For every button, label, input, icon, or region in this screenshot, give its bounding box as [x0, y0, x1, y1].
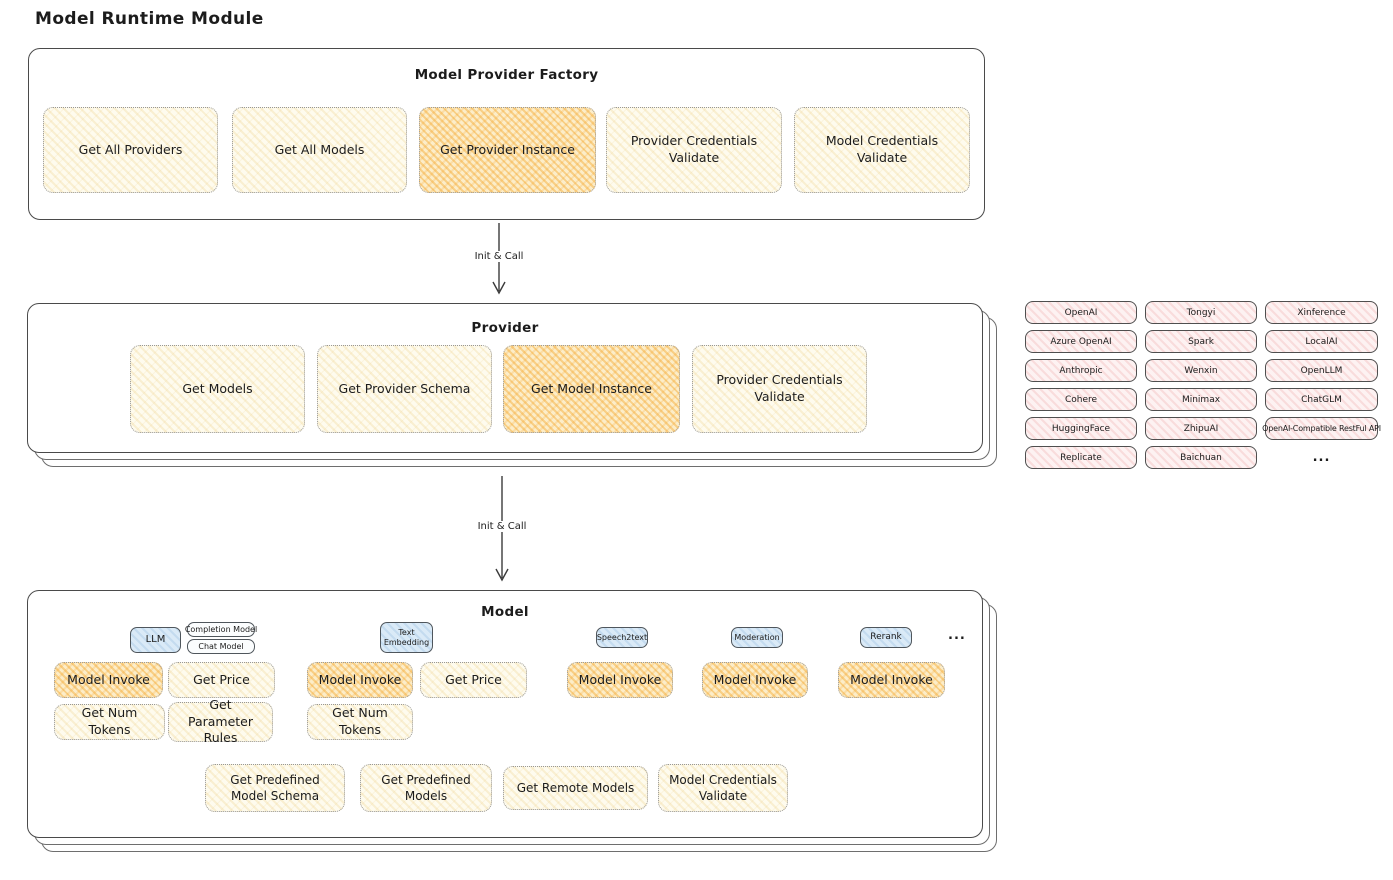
op-embedding-get-num-tokens: Get Num Tokens — [307, 704, 413, 740]
integrations-grid: OpenAI Tongyi Xinference Azure OpenAI Sp… — [1025, 301, 1381, 469]
op-get-predefined-model-schema: Get Predefined Model Schema — [205, 764, 345, 812]
node-get-model-instance: Get Model Instance — [503, 345, 680, 433]
node-get-provider-instance: Get Provider Instance — [419, 107, 596, 193]
tag-llm: LLM — [130, 627, 181, 653]
op-model-credentials-validate: Model Credentials Validate — [658, 764, 788, 812]
integration-anthropic: Anthropic — [1025, 359, 1137, 382]
op-get-predefined-models: Get Predefined Models — [360, 764, 492, 812]
op-embedding-get-price: Get Price — [420, 662, 527, 698]
node-provider-credentials-validate: Provider Credentials Validate — [606, 107, 782, 193]
integration-spark: Spark — [1145, 330, 1257, 353]
node-get-models: Get Models — [130, 345, 305, 433]
op-llm-get-num-tokens: Get Num Tokens — [54, 704, 165, 740]
integration-minimax: Minimax — [1145, 388, 1257, 411]
op-llm-get-price: Get Price — [168, 662, 275, 698]
integration-zhipuai: ZhipuAI — [1145, 417, 1257, 440]
tag-moderation: Moderation — [731, 627, 783, 648]
op-get-remote-models: Get Remote Models — [503, 766, 648, 810]
tag-rerank: Rerank — [860, 627, 912, 648]
op-speech2text-model-invoke: Model Invoke — [567, 662, 673, 698]
integrations-more: ... — [1312, 450, 1331, 465]
init-call-label-2: Init & Call — [473, 521, 531, 532]
integration-localai: LocalAI — [1265, 330, 1378, 353]
tag-chat-model: Chat Model — [187, 639, 255, 654]
op-moderation-model-invoke: Model Invoke — [702, 662, 808, 698]
integration-wenxin: Wenxin — [1145, 359, 1257, 382]
integration-xinference: Xinference — [1265, 301, 1378, 324]
node-get-provider-schema: Get Provider Schema — [317, 345, 492, 433]
integration-tongyi: Tongyi — [1145, 301, 1257, 324]
integration-openllm: OpenLLM — [1265, 359, 1378, 382]
tag-completion-model: Completion Model — [185, 622, 257, 637]
factory-title: Model Provider Factory — [414, 67, 599, 83]
model-more: ... — [948, 628, 966, 643]
op-llm-get-parameter-rules: Get Parameter Rules — [168, 697, 273, 745]
integration-cohere: Cohere — [1025, 388, 1137, 411]
model-title: Model — [481, 604, 529, 620]
integration-azure-openai: Azure OpenAI — [1025, 330, 1137, 353]
node-model-credentials-validate: Model Credentials Validate — [794, 107, 970, 193]
node-provider-credentials-validate-2: Provider Credentials Validate — [692, 345, 867, 433]
integration-baichuan: Baichuan — [1145, 446, 1257, 469]
op-embedding-model-invoke: Model Invoke — [307, 662, 413, 698]
tag-text-embedding: Text Embedding — [380, 622, 433, 653]
node-get-all-providers: Get All Providers — [43, 107, 218, 193]
init-call-label-1: Init & Call — [470, 251, 528, 262]
integration-openai-compatible-restful-api: OpenAI-Compatible RestFul API — [1262, 417, 1381, 440]
integration-chatglm: ChatGLM — [1265, 388, 1378, 411]
node-get-all-models: Get All Models — [232, 107, 407, 193]
op-llm-model-invoke: Model Invoke — [54, 662, 163, 698]
integration-huggingface: HuggingFace — [1025, 417, 1137, 440]
integration-openai: OpenAI — [1025, 301, 1137, 324]
tag-speech2text: Speech2text — [596, 627, 648, 648]
diagram-title: Model Runtime Module — [35, 9, 264, 29]
provider-title: Provider — [471, 320, 539, 336]
op-rerank-model-invoke: Model Invoke — [838, 662, 945, 698]
integration-replicate: Replicate — [1025, 446, 1137, 469]
